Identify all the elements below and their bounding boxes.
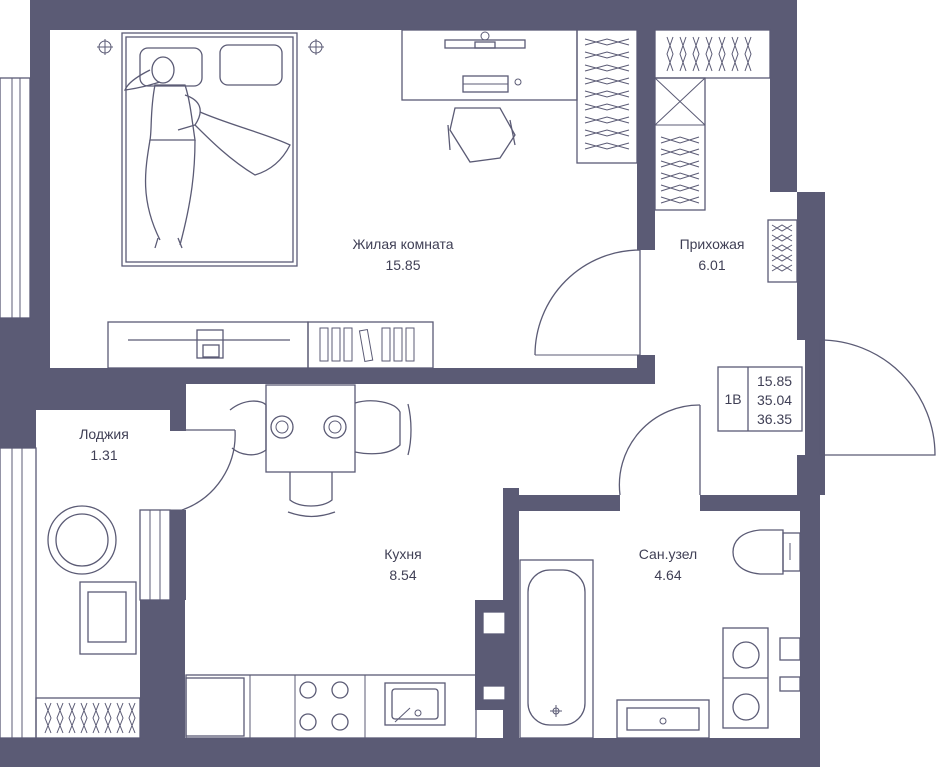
hanger-icon xyxy=(660,196,700,204)
washing-machines xyxy=(722,627,769,729)
room-labels: Жилая комната 15.85 Прихожая 6.01 Лоджия… xyxy=(79,236,744,583)
hall-area: 6.01 xyxy=(698,257,725,273)
hanger-icon xyxy=(584,142,630,150)
living-room-name: Жилая комната xyxy=(352,236,453,252)
hanger-icon xyxy=(116,702,124,734)
hanger-icon xyxy=(731,36,739,72)
kitchen-counter xyxy=(185,674,477,739)
wardrobe-living xyxy=(576,29,638,164)
hanger-icon xyxy=(584,51,630,59)
loggia-area: 1.31 xyxy=(90,447,117,463)
windows xyxy=(0,77,171,739)
hall-name: Прихожая xyxy=(680,236,745,252)
hanger-icon xyxy=(128,702,136,734)
toilet xyxy=(732,529,801,575)
hall-wardrobe xyxy=(654,29,798,283)
hanger-icon xyxy=(660,136,700,144)
doors xyxy=(140,249,936,511)
hanger-icon xyxy=(584,103,630,111)
hanger-icon xyxy=(744,36,752,72)
hanger-icon xyxy=(584,116,630,124)
hanger-icon xyxy=(68,702,76,734)
walls xyxy=(0,0,825,767)
hanger-icon xyxy=(584,38,630,46)
hanger-icon xyxy=(692,36,700,72)
hanger-icon xyxy=(56,702,64,734)
bathroom-name: Сан.узел xyxy=(639,546,697,562)
bathroom-area: 4.64 xyxy=(654,567,681,583)
summary-total-area: 35.04 xyxy=(757,392,792,408)
hanger-icon xyxy=(584,90,630,98)
hanger-icon xyxy=(771,244,793,252)
sink-cabinet xyxy=(616,637,801,739)
hanger-icon xyxy=(666,36,674,72)
tv-stand-and-shelf xyxy=(107,321,434,369)
hanger-icon xyxy=(679,36,687,72)
hanger-icon xyxy=(771,224,793,232)
hanger-icon xyxy=(660,160,700,168)
hanger-icon xyxy=(584,64,630,72)
hangers xyxy=(44,36,793,734)
hanger-icon xyxy=(44,702,52,734)
bed xyxy=(97,32,324,267)
loggia-name: Лоджия xyxy=(79,426,129,442)
kitchen-area: 8.54 xyxy=(389,567,416,583)
kitchen-wall-boxes xyxy=(482,611,506,701)
hanger-icon xyxy=(660,148,700,156)
area-summary-table: 1В 15.85 35.04 36.35 xyxy=(717,366,803,432)
bathtub xyxy=(519,559,594,739)
hanger-icon xyxy=(771,234,793,242)
apartment-type: 1В xyxy=(724,391,741,407)
kitchen-name: Кухня xyxy=(384,546,421,562)
hanger-icon xyxy=(584,129,630,137)
hanger-icon xyxy=(771,254,793,262)
hanger-icon xyxy=(584,77,630,85)
hanger-icon xyxy=(80,702,88,734)
desk xyxy=(401,29,578,163)
summary-total-with-loggia: 36.35 xyxy=(757,411,792,427)
dining-table xyxy=(229,384,412,518)
hanger-icon xyxy=(660,184,700,192)
loggia-furniture xyxy=(35,505,141,739)
living-room-area: 15.85 xyxy=(385,257,420,273)
hanger-icon xyxy=(660,172,700,180)
hanger-icon xyxy=(771,264,793,272)
hanger-icon xyxy=(705,36,713,72)
hanger-icon xyxy=(92,702,100,734)
hanger-icon xyxy=(718,36,726,72)
summary-living-area: 15.85 xyxy=(757,373,792,389)
hanger-icon xyxy=(104,702,112,734)
